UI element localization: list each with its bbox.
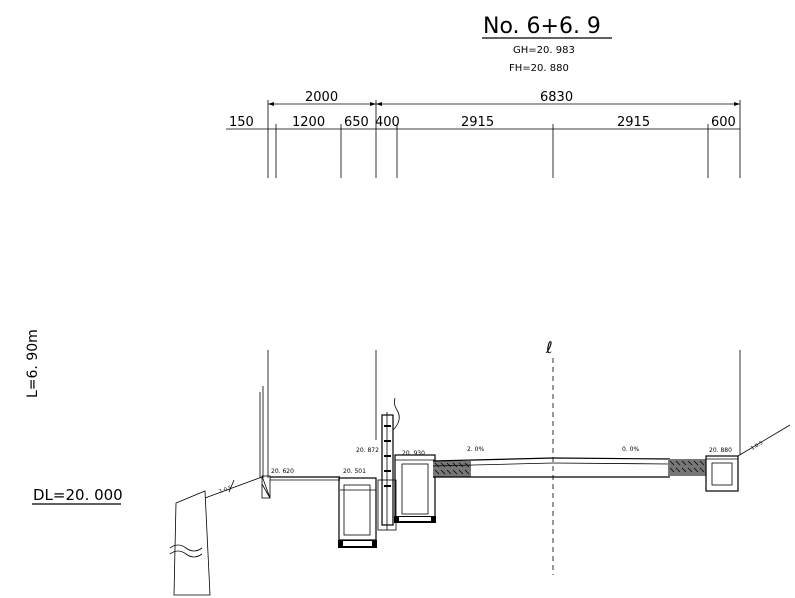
guard-post [377,397,400,531]
elev-20880: 20. 880 [709,447,732,454]
dim-seg-650: 650 [344,115,369,130]
elev-20872: 20. 872 [356,447,379,454]
dim-seg-150: 150 [229,115,254,130]
ground-right [737,424,791,457]
slope-mark-right: 1:0.5 [750,440,764,452]
ground-height-label: GH=20. 983 [513,45,575,56]
drainage-box-right [705,455,739,492]
elev-20930: 20. 930 [402,450,425,457]
dim-seg-1200: 1200 [292,115,325,130]
slope-label-left: 2. 0% [467,446,484,453]
dimension-lines [226,100,741,178]
curb-and-drain [394,454,436,523]
road-pavement [432,457,706,478]
drainage-box-left [338,477,377,548]
finish-height-label: FH=20. 880 [509,63,569,74]
dim-total-right: 6830 [540,90,573,105]
dim-total-left: 2000 [305,90,338,105]
sidewalk-surface [270,476,340,481]
dim-seg-400: 400 [375,115,400,130]
dim-seg-600: 600 [711,115,736,130]
left-wall-block [261,475,271,499]
centerline-symbol: ℓ [545,338,553,357]
slope-label-right: 0. 0% [622,446,639,453]
elev-20501: 20. 501 [343,468,366,475]
station-title: No. 6+6. 9 [483,14,601,39]
datum-label: DL=20. 000 [33,486,123,504]
length-label: L=6. 90m [25,329,41,398]
existing-ground [169,476,263,596]
dim-seg-2915-a: 2915 [461,115,494,130]
elev-20620: 20. 620 [271,468,294,475]
dim-seg-2915-b: 2915 [617,115,650,130]
slope-mark-left: 1:0.5 [219,485,233,495]
